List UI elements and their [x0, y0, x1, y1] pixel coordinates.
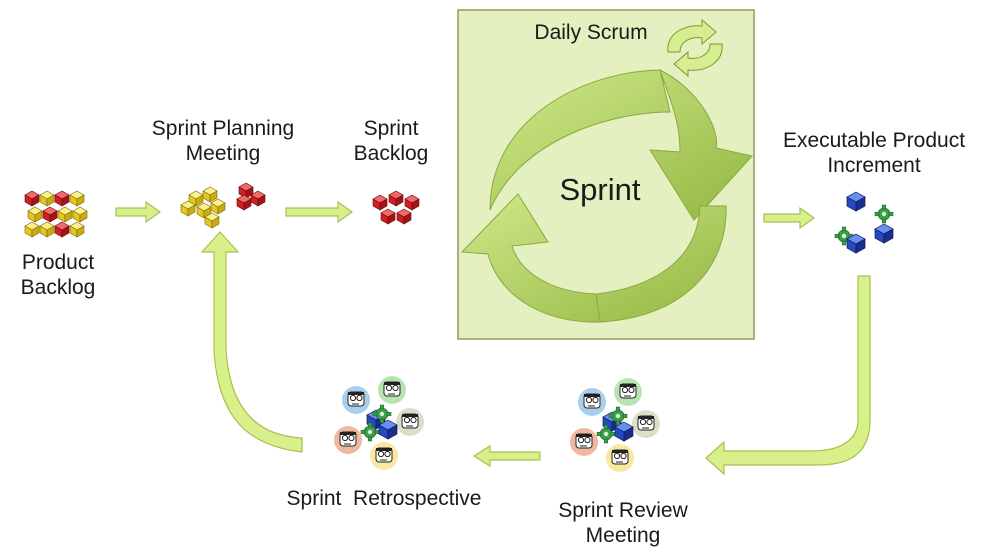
- arrow-sprint-to-increment: [763, 206, 816, 230]
- daily-cycle-icon: [667, 18, 723, 78]
- arrow-backlog-to-planning: [115, 200, 162, 224]
- arrow-review-to-retrospective: [472, 444, 541, 468]
- sprint-cycle-arrow-top: [489, 69, 753, 221]
- daily-scrum-label: Daily Scrum: [534, 21, 648, 44]
- product-backlog-label: Product Backlog: [8, 250, 108, 300]
- increment-line2: Increment: [827, 154, 921, 177]
- product-backlog-line1: Product: [21, 251, 95, 274]
- sprint-backlog-cubes-icon: [372, 190, 420, 225]
- product-backlog-line2: Backlog: [20, 276, 96, 299]
- sprint-backlog-line2: Backlog: [353, 142, 429, 165]
- review-line1: Sprint Review: [558, 499, 688, 522]
- retrospective-label: Sprint Retrospective: [286, 487, 482, 510]
- sprint-backlog-label: Sprint Backlog: [346, 116, 436, 166]
- sprint-planning-label: Sprint Planning Meeting: [128, 116, 318, 166]
- increment-line1: Executable Product: [782, 129, 966, 152]
- review-label: Sprint Review Meeting: [530, 498, 716, 548]
- sprint-cycle-arrow-bottom: [460, 193, 727, 323]
- connector-arrows: [115, 200, 871, 476]
- planning-cubes-icon: [180, 182, 266, 229]
- sprint-backlog-line1: Sprint: [363, 117, 419, 140]
- sprint-label: Sprint: [559, 172, 641, 207]
- backlog-cubes-icon: [24, 190, 88, 238]
- review-line2: Meeting: [585, 524, 661, 547]
- increment-label: Executable Product Increment: [756, 128, 992, 178]
- arrow-retrospective-to-planning: [200, 231, 303, 453]
- sprint-planning-line1: Sprint Planning: [151, 117, 295, 140]
- sprint-planning-line2: Meeting: [185, 142, 261, 165]
- increment-icon: [834, 191, 894, 254]
- arrow-increment-to-review: [705, 275, 871, 476]
- review-people-icon: [570, 378, 660, 472]
- arrow-planning-to-sprint-backlog: [285, 200, 354, 224]
- retrospective-people-icon: [334, 376, 424, 470]
